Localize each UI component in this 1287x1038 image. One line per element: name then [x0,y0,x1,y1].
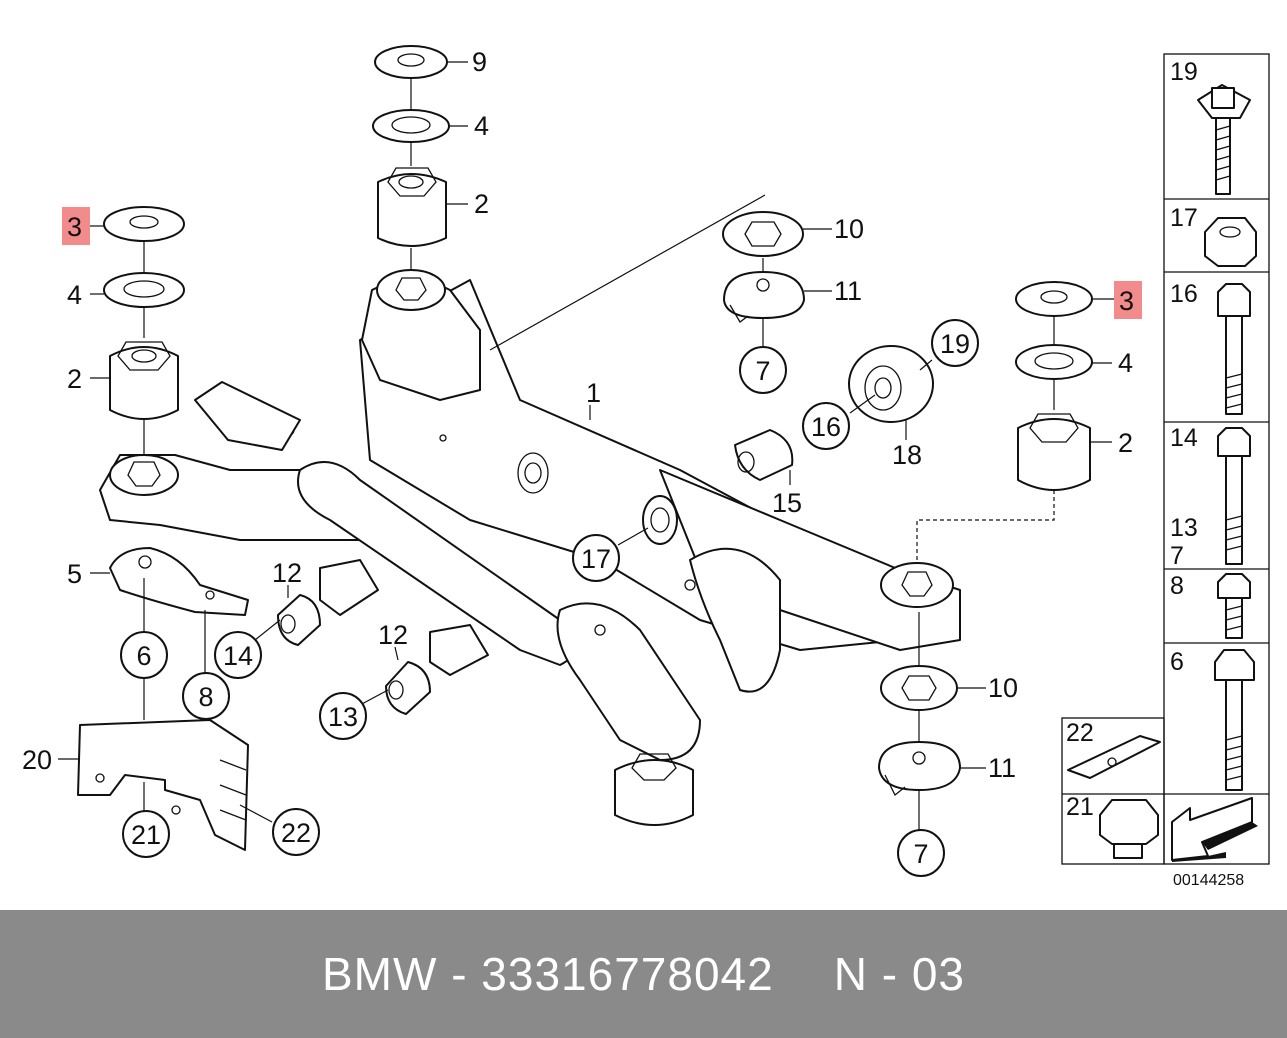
rear-axle-carrier[interactable] [99,269,961,826]
highlight-3-left [62,207,90,245]
callout-10-top[interactable]: 10 [834,214,864,244]
leader-lines [90,61,1114,769]
callout-15[interactable]: 15 [772,488,802,518]
callout-2-left[interactable]: 2 [67,364,82,394]
plug-part-21[interactable] [1099,799,1159,859]
bolt-part-6[interactable] [1214,649,1255,791]
callout-22[interactable]: 22 [281,818,311,848]
direction-arrow-icon [1171,797,1258,862]
bushing-part-2-right[interactable] [1017,418,1091,491]
washer-part-3-left[interactable] [103,206,185,242]
callout-4-left[interactable]: 4 [67,280,82,310]
callout-3-right[interactable]: 3 [1119,286,1134,316]
plate-part-11-top[interactable] [723,271,805,319]
callout-17[interactable]: 17 [581,544,611,574]
left-mount-stack [103,206,185,455]
panel-label-8[interactable]: 8 [1170,572,1184,600]
diagram-number: 00144258 [1173,872,1244,889]
panel-label-6[interactable]: 6 [1170,648,1184,676]
callout-6[interactable]: 6 [136,641,151,671]
panel-label-16[interactable]: 16 [1170,280,1198,308]
left-lower-parts [58,547,431,851]
plate-part-5[interactable] [109,547,249,616]
callout-16[interactable]: 16 [811,412,841,442]
callout-3-left[interactable]: 3 [67,212,82,242]
body-bushing-top [376,269,446,311]
callout-12-left[interactable]: 12 [272,558,302,588]
callout-8[interactable]: 8 [198,682,213,712]
washer-part-3-right[interactable] [1015,281,1093,317]
callout-7-top[interactable]: 7 [755,356,770,386]
circled-callouts: 7 19 16 17 6 8 14 13 21 22 7 [120,319,979,877]
callout-labels: 9 4 2 3 4 2 5 20 1 10 11 18 15 12 12 3 4… [22,47,1142,783]
stop-plate-part-10-top[interactable] [722,211,804,257]
callout-2-top[interactable]: 2 [474,189,489,219]
panel-label-17[interactable]: 17 [1170,204,1198,232]
plate-part-11-bottom[interactable] [878,741,961,791]
bushing-part-13[interactable] [385,661,431,715]
callout-21[interactable]: 21 [131,820,161,850]
bushing-part-2-left[interactable] [109,346,179,420]
washer-part-4-top[interactable] [372,109,450,143]
panel-label-22[interactable]: 22 [1066,719,1094,747]
callout-1[interactable]: 1 [586,378,601,408]
bolt-part-19[interactable] [1197,84,1251,195]
callout-13[interactable]: 13 [328,702,358,732]
panel-label-19[interactable]: 19 [1170,58,1198,86]
bushing-part-14[interactable] [277,594,321,646]
callout-14[interactable]: 14 [223,641,253,671]
panel-label-21[interactable]: 21 [1066,793,1094,821]
callout-10-bottom[interactable]: 10 [988,673,1018,703]
panel-label-14[interactable]: 14 [1170,424,1198,452]
washer-part-4-right[interactable] [1015,344,1093,380]
body-bushing-left [109,454,179,496]
callout-5[interactable]: 5 [67,559,82,589]
callout-11-top[interactable]: 11 [834,276,862,306]
nut-part-17[interactable] [1204,217,1257,267]
callout-4-top[interactable]: 4 [474,111,489,141]
callout-12-center[interactable]: 12 [378,620,408,650]
callout-7-bottom[interactable]: 7 [913,839,928,869]
callout-4-right[interactable]: 4 [1118,348,1133,378]
panel-label-7[interactable]: 7 [1170,542,1184,570]
washer-part-9[interactable] [374,45,448,79]
body-bushing-right [880,562,954,608]
bolt-part-16[interactable] [1217,283,1251,415]
callout-19[interactable]: 19 [940,329,970,359]
stop-plate-part-10-bottom[interactable] [880,665,958,711]
bushing-part-15[interactable] [734,429,794,481]
callout-20[interactable]: 20 [22,745,52,775]
clip-part-22[interactable] [1067,735,1161,779]
bolt-part-14[interactable] [1217,427,1251,565]
footer-bar: BMW - 33316778042 N - 03 [0,910,1287,1038]
callout-11-bottom[interactable]: 11 [988,753,1016,783]
right-parts [722,211,1093,830]
bolt-part-8[interactable] [1217,573,1251,639]
top-mount-stack [372,45,450,272]
callout-9[interactable]: 9 [472,47,487,77]
body-bushing-bottom [614,759,694,826]
callout-18[interactable]: 18 [892,440,922,470]
callout-2-right[interactable]: 2 [1118,428,1133,458]
washer-part-4-left[interactable] [103,272,185,308]
bushing-part-2-top[interactable] [377,173,447,247]
heat-shield-part-20[interactable] [77,719,249,851]
part-number-text: BMW - 33316778042 [322,948,774,1000]
fastener-panel: 19 17 16 14 13 7 8 6 22 21 00144258 [1061,53,1270,889]
position-code-text: N - 03 [833,948,965,1000]
panel-label-13[interactable]: 13 [1170,514,1198,542]
parts-diagram: 9 4 2 3 4 2 5 20 1 10 11 18 15 12 12 3 4… [22,45,1270,889]
highlight-3-right [1114,281,1142,319]
